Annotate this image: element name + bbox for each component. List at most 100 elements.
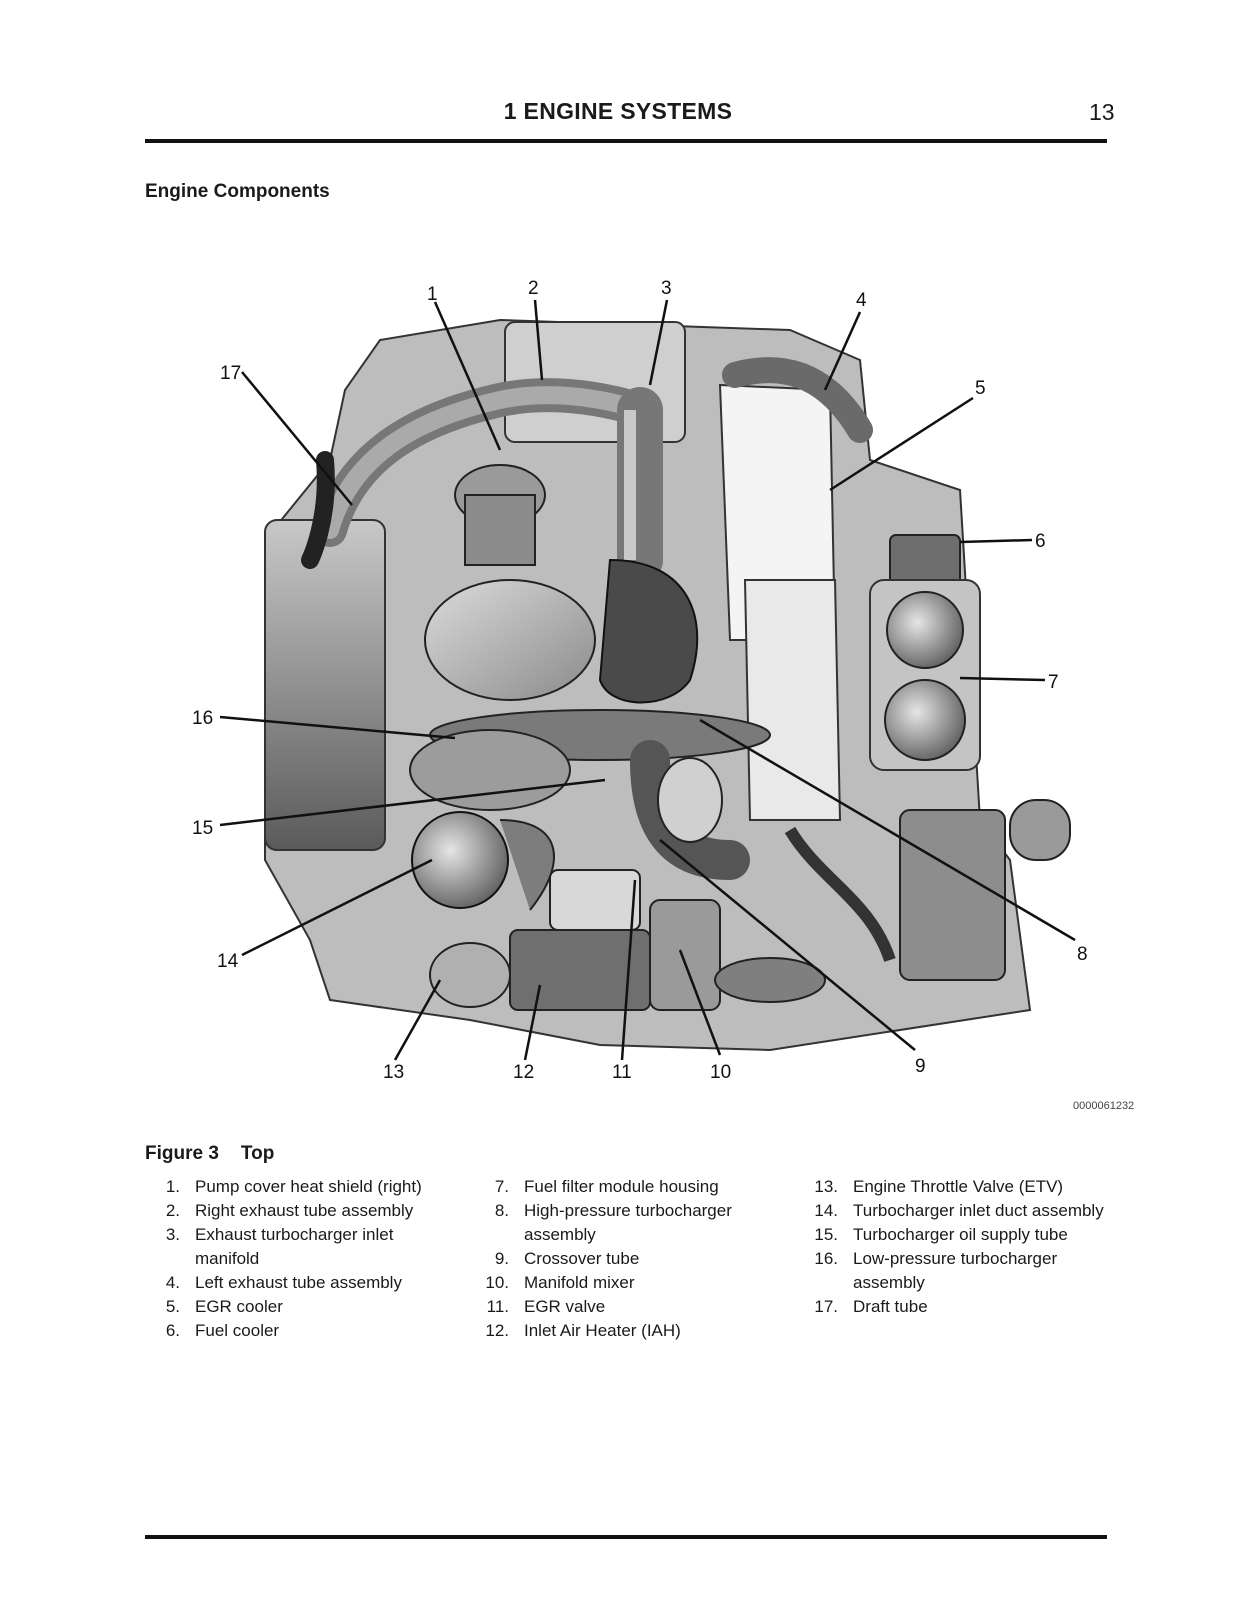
- legend-number: 12.: [485, 1321, 509, 1340]
- legend-number: 17.: [814, 1297, 838, 1316]
- legend-number: 13.: [814, 1177, 838, 1196]
- low-pressure-turbo-housing: [424, 579, 596, 701]
- callout-labels: 1 2 3 4 5 6 7 8 9 10 11 12 13 14 15 16 1…: [192, 278, 1088, 1083]
- legend-text: EGR valve: [524, 1297, 606, 1316]
- compressor-neck-shape: [464, 494, 536, 566]
- leader-line-12: [523, 984, 542, 1061]
- legend-item: 7.Fuel filter module housing: [474, 1175, 794, 1199]
- high-pressure-turbo-shape: [598, 558, 699, 704]
- legend-number: 15.: [814, 1225, 838, 1244]
- legend-number: 1.: [165, 1177, 180, 1196]
- fuel-filter-cap-lower: [884, 679, 966, 761]
- legend-item: 1.Pump cover heat shield (right): [145, 1175, 465, 1199]
- legend-item: 15.Turbocharger oil supply tube: [803, 1223, 1123, 1247]
- pulley-shape: [714, 957, 826, 1003]
- legend-column-3: 13.Engine Throttle Valve (ETV) 14. Turboc…: [803, 1175, 1123, 1319]
- figure-title: Top: [240, 1143, 275, 1164]
- page-header-title: 1 ENGINE SYSTEMS: [503, 98, 733, 124]
- legend-item: 2. Right exhaust tube assembly: [145, 1199, 465, 1223]
- right-exhaust-tube-highlight: [321, 386, 649, 539]
- callout-14: 14: [217, 951, 239, 972]
- legend-text: Manifold mixer: [524, 1273, 635, 1292]
- legend-text: Left exhaust tube assembly: [195, 1273, 402, 1292]
- callout-13: 13: [383, 1062, 404, 1083]
- engine-illustration: 1 2 3 4 5 6 7 8 9 10 11 12 13 14 15 16 1…: [192, 278, 1088, 1083]
- left-exhaust-tube-shape: [722, 357, 873, 443]
- callout-9: 9: [915, 1056, 926, 1077]
- draft-tube-shape: [301, 451, 335, 569]
- legend-item: 9.Crossover tube: [474, 1247, 794, 1271]
- section-title: Engine Components: [145, 181, 330, 202]
- legend-number: 11.: [486, 1297, 509, 1316]
- crossover-mesh-shape: [657, 757, 723, 843]
- manifold-mixer-shape: [649, 899, 721, 1011]
- callout-17: 17: [220, 363, 241, 384]
- legend-text: Inlet Air Heater (IAH): [524, 1321, 681, 1340]
- callout-leader-lines: [219, 299, 1076, 1061]
- legend-text: Right exhaust tube assembly: [195, 1201, 414, 1220]
- legend-number: 14.: [814, 1201, 838, 1220]
- egr-cooler-lower-shape: [743, 579, 842, 821]
- leader-line-6: [959, 538, 1033, 544]
- crossover-tube-shape: [630, 740, 750, 880]
- legend-item: 13.Engine Throttle Valve (ETV): [803, 1175, 1123, 1199]
- fuel-filter-cap-upper: [886, 591, 964, 669]
- leader-line-7: [959, 676, 1046, 682]
- legend-column-2: 7.Fuel filter module housing 8. High-pres…: [474, 1175, 794, 1343]
- callout-5: 5: [975, 378, 986, 399]
- leader-line-1: [433, 301, 502, 451]
- legend-number: 8.: [494, 1201, 509, 1220]
- legend-text: Turbocharger inlet duct assembly: [853, 1201, 1104, 1220]
- legend-text: Draft tube: [853, 1297, 928, 1316]
- footer-rule: [145, 1535, 1107, 1539]
- callout-10: 10: [710, 1062, 731, 1083]
- page-number: 13: [1089, 99, 1115, 125]
- legend-item: 4. Left exhaust tube assembly: [145, 1271, 465, 1295]
- turbo-inlet-duct-body: [499, 819, 555, 911]
- legend-item: 16.Low-pressure turbocharger assembly: [803, 1247, 1123, 1295]
- egr-valve-shape: [549, 869, 641, 931]
- leader-line-10: [678, 949, 722, 1056]
- callout-2: 2: [528, 278, 539, 299]
- legend-item: 5. EGR cooler: [145, 1295, 465, 1319]
- legend-number: 3.: [165, 1225, 180, 1244]
- right-side-housing-shape: [899, 809, 1006, 981]
- leader-line-15: [219, 778, 606, 827]
- wire-harness-shape: [784, 826, 896, 962]
- figure-id-code: 0000061232: [1073, 1100, 1135, 1112]
- legend-number: 7.: [494, 1177, 509, 1196]
- turbo-inlet-duct-shape: [411, 811, 509, 909]
- callout-6: 6: [1035, 531, 1046, 552]
- legend-item: 8. High-pressure turbocharger assembly: [474, 1199, 794, 1247]
- legend-number: 4.: [165, 1273, 180, 1292]
- leader-line-11: [620, 879, 637, 1061]
- leader-line-17: [241, 371, 353, 506]
- callout-1: 1: [427, 284, 438, 305]
- legend-text: Exhaust turbocharger inlet manifold: [195, 1225, 394, 1268]
- leader-line-8: [699, 718, 1076, 942]
- callout-4: 4: [856, 290, 867, 311]
- leader-line-9: [659, 839, 916, 1051]
- legend-text: High-pressure turbocharger assembly: [524, 1201, 732, 1244]
- leader-line-13: [393, 979, 442, 1061]
- callout-15: 15: [192, 818, 213, 839]
- callout-8: 8: [1077, 944, 1088, 965]
- leader-line-14: [241, 858, 433, 957]
- leader-line-4: [823, 311, 862, 391]
- callout-7: 7: [1048, 672, 1059, 693]
- legend-item: 12. Inlet Air Heater (IAH): [474, 1319, 794, 1343]
- left-side-block: [264, 519, 386, 851]
- legend-number: 2.: [165, 1201, 180, 1220]
- legend-item: 3. Exhaust turbocharger inlet manifold: [145, 1223, 465, 1271]
- leader-line-5: [829, 396, 974, 492]
- throttle-valve-shape: [429, 942, 511, 1008]
- leader-line-16: [219, 715, 456, 740]
- right-cap-shape: [1009, 799, 1071, 861]
- legend-text: EGR cooler: [195, 1297, 283, 1316]
- legend-number: 5.: [165, 1297, 180, 1316]
- legend-number: 6.: [165, 1321, 180, 1340]
- callout-11: 11: [612, 1062, 632, 1083]
- callout-12: 12: [513, 1062, 534, 1083]
- legend-number: 10.: [485, 1273, 509, 1292]
